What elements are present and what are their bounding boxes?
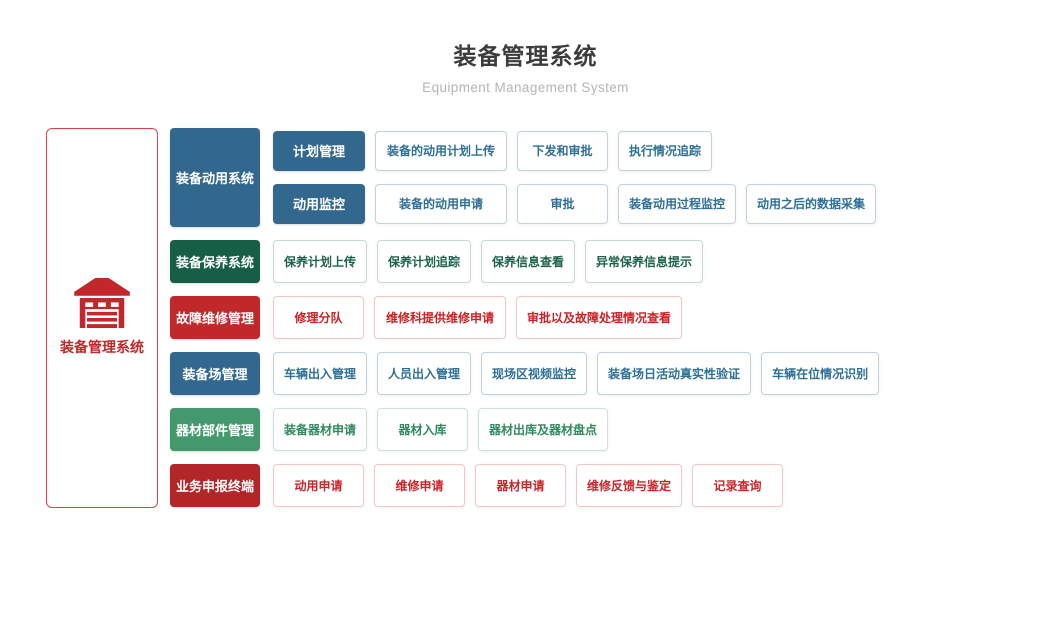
leaf-node: 装备器材申请 [273,407,368,451]
leaf-node: 执行情况追踪 [618,130,713,171]
leaf-node: 维修申请 [374,463,465,507]
leaf-node: 动用之后的数据采集 [746,183,877,224]
row-maintenance-system: 装备保养系统 保养计划上传 保养计划追踪 保养信息查看 异常保养信息提示 [170,239,879,283]
root-panel: 装备管理系统 [46,127,158,508]
leaf-node: 记录查询 [692,463,784,507]
leaf-node: 现场区视频监控 [481,351,588,395]
leaf-node: 异常保养信息提示 [585,239,704,283]
category-fault-repair-management: 故障维修管理 [170,295,260,339]
leaf-node: 审批 [517,183,608,224]
branch-use-monitoring-row: 动用监控 装备的动用申请 审批 装备动用过程监控 动用之后的数据采集 [273,183,877,224]
root-label: 装备管理系统 [60,339,144,355]
leaf-node: 装备的动用计划上传 [375,130,507,171]
leaf-node: 修理分队 [273,295,364,339]
warehouse-icon [74,278,130,328]
leaf-node: 保养信息查看 [481,239,576,283]
row-materials-management: 器材部件管理 装备器材申请 器材入库 器材出库及器材盘点 [170,407,879,451]
category-depot-management: 装备场管理 [170,351,260,395]
row-business-terminal: 业务申报终端 动用申请 维修申请 器材申请 维修反馈与鉴定 记录查询 [170,463,879,507]
page-subtitle: Equipment Management System [422,80,629,95]
leaf-node: 器材入库 [377,407,469,451]
leaf-node: 器材出库及器材盘点 [478,407,609,451]
row-depot-management: 装备场管理 车辆出入管理 人员出入管理 现场区视频监控 装备场日活动真实性验证 … [170,351,880,395]
category-materials-management: 器材部件管理 [170,407,260,451]
leaf-node: 装备的动用申请 [375,183,507,224]
leaf-node: 器材申请 [475,463,566,507]
leaf-node: 人员出入管理 [377,351,472,395]
category-equipment-use-system: 装备动用系统 [170,127,260,227]
branch-plan-management: 计划管理 [273,130,365,171]
tree: 装备动用系统 计划管理 装备的动用计划上传 下发和审批 执行情况追踪 动用监控 … [170,127,880,507]
leaf-node: 装备场日活动真实性验证 [597,351,752,395]
leaf-node: 维修反馈与鉴定 [576,463,683,507]
group-equipment-use-system: 装备动用系统 计划管理 装备的动用计划上传 下发和审批 执行情况追踪 动用监控 … [170,127,879,227]
leaf-node: 维修科提供维修申请 [374,295,506,339]
leaf-node: 车辆在位情况识别 [761,351,880,395]
diagram: 装备管理系统 装备动用系统 计划管理 装备的动用计划上传 下发和审批 执行情况追… [46,127,1051,508]
row-fault-repair-management: 故障维修管理 修理分队 维修科提供维修申请 审批以及故障处理情况查看 [170,295,879,339]
page-header: 装备管理系统 Equipment Management System [0,0,1051,95]
leaf-node: 审批以及故障处理情况查看 [516,295,683,339]
leaf-node: 保养计划追踪 [377,239,472,283]
category-business-terminal: 业务申报终端 [170,463,260,507]
leaf-node: 动用申请 [273,463,364,507]
leaf-node: 装备动用过程监控 [618,183,737,224]
branch-plan-management-row: 计划管理 装备的动用计划上传 下发和审批 执行情况追踪 [273,130,876,171]
leaf-node: 车辆出入管理 [273,351,368,395]
leaf-node: 保养计划上传 [273,239,368,283]
leaf-node: 下发和审批 [517,130,608,171]
use-system-branches: 计划管理 装备的动用计划上传 下发和审批 执行情况追踪 动用监控 装备的动用申请… [273,128,877,227]
page-title: 装备管理系统 [453,43,598,69]
category-maintenance-system: 装备保养系统 [170,239,260,283]
branch-use-monitoring: 动用监控 [273,183,365,224]
